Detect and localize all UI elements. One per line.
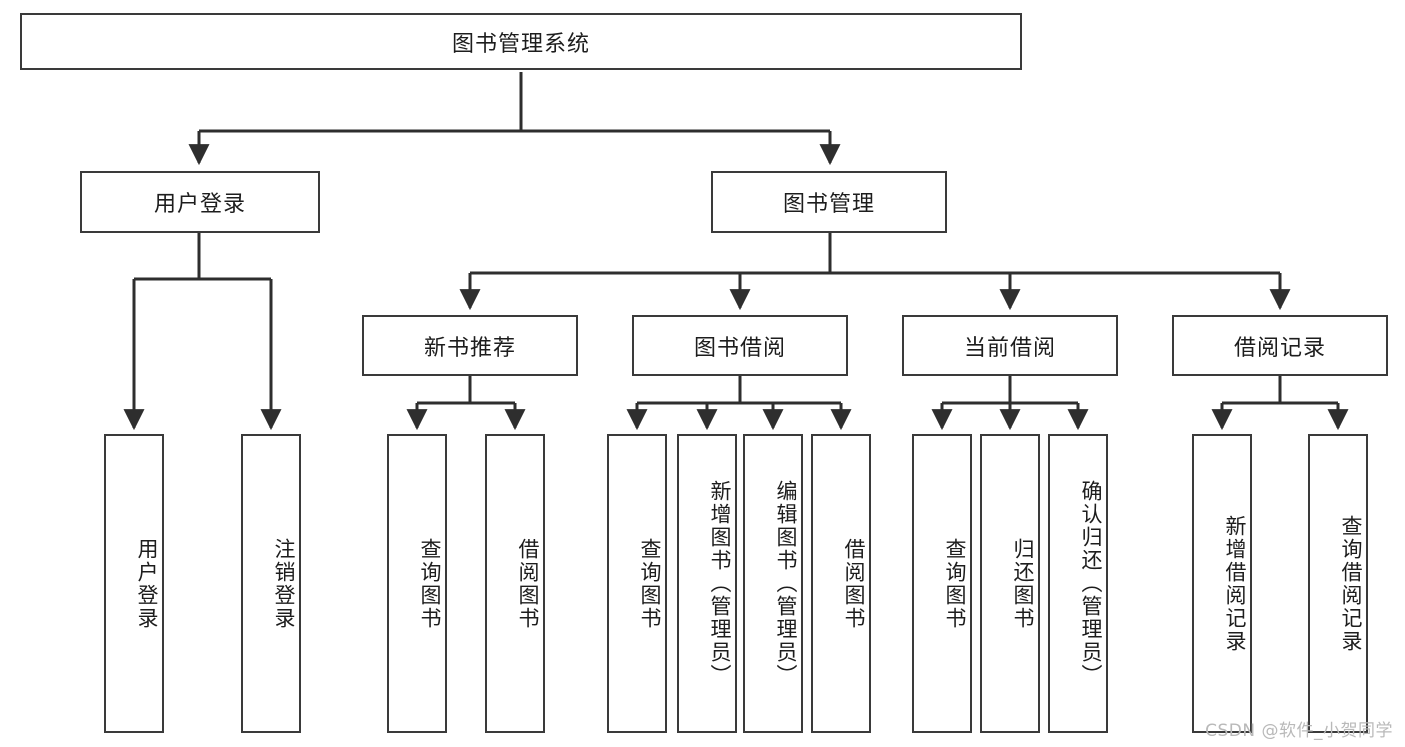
node-borrow-record[interactable]: 借阅记录 bbox=[1172, 315, 1388, 376]
node-book-borrow[interactable]: 图书借阅 bbox=[632, 315, 848, 376]
node-user-login[interactable]: 用户登录 bbox=[80, 171, 320, 233]
leaf-user-login-logout[interactable]: 注销登录 bbox=[241, 434, 301, 733]
leaf-borrow-borrow-book[interactable]: 借阅图书 bbox=[811, 434, 871, 733]
leaf-borrow-edit-book[interactable]: 编辑图书（管理员） bbox=[743, 434, 803, 733]
leaf-current-query-book[interactable]: 查询图书 bbox=[912, 434, 972, 733]
leaf-current-return-book[interactable]: 归还图书 bbox=[980, 434, 1040, 733]
node-new-book-recommend[interactable]: 新书推荐 bbox=[362, 315, 578, 376]
leaf-new-book-borrow[interactable]: 借阅图书 bbox=[485, 434, 545, 733]
node-book-management[interactable]: 图书管理 bbox=[711, 171, 947, 233]
leaf-user-login-login[interactable]: 用户登录 bbox=[104, 434, 164, 733]
leaf-record-query-record[interactable]: 查询借阅记录 bbox=[1308, 434, 1368, 733]
node-root[interactable]: 图书管理系统 bbox=[20, 13, 1022, 70]
leaf-borrow-query-book[interactable]: 查询图书 bbox=[607, 434, 667, 733]
node-current-borrow[interactable]: 当前借阅 bbox=[902, 315, 1118, 376]
leaf-record-add-record[interactable]: 新增借阅记录 bbox=[1192, 434, 1252, 733]
leaf-current-confirm-return[interactable]: 确认归还（管理员） bbox=[1048, 434, 1108, 733]
leaf-new-book-query[interactable]: 查询图书 bbox=[387, 434, 447, 733]
watermark-text: CSDN @软件_小贺同学 bbox=[1205, 721, 1393, 741]
leaf-borrow-add-book[interactable]: 新增图书（管理员） bbox=[677, 434, 737, 733]
